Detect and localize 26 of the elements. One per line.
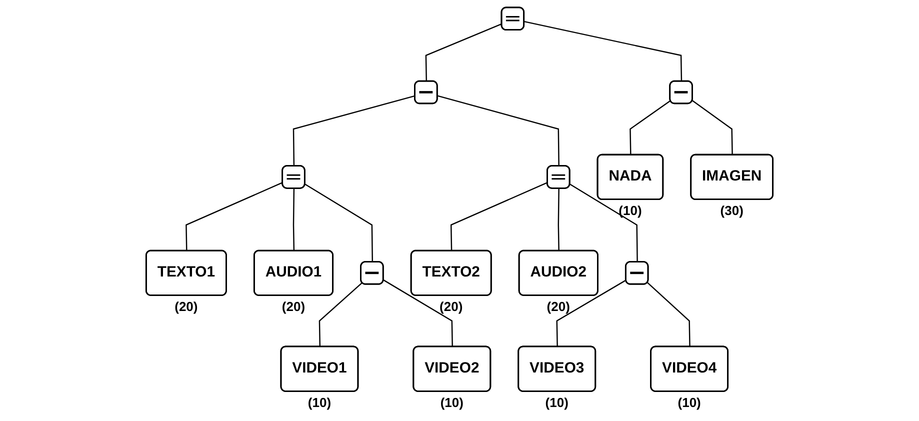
connector <box>437 95 560 166</box>
weight-label: (10) <box>440 395 464 410</box>
connector <box>292 188 295 252</box>
weight-label: (20) <box>440 299 463 314</box>
connector <box>570 184 638 262</box>
connector <box>556 280 626 347</box>
connector <box>425 23 502 82</box>
connector <box>318 282 363 347</box>
weight-label: (10) <box>308 395 332 410</box>
connector <box>558 188 560 252</box>
weight-label: (10) <box>618 203 642 218</box>
connector <box>186 182 284 252</box>
connector <box>647 282 690 347</box>
weight-label: (20) <box>546 299 570 314</box>
weight-label: (20) <box>174 299 198 314</box>
weight-label: (10) <box>545 395 568 410</box>
connector <box>450 182 548 252</box>
connector <box>630 100 671 156</box>
weight-label: (30) <box>720 203 744 218</box>
weight-label: (20) <box>282 299 306 314</box>
connector <box>524 20 682 82</box>
weight-label: (10) <box>678 395 701 410</box>
connector <box>292 95 416 166</box>
connector <box>304 184 374 262</box>
connector <box>692 100 733 156</box>
connector <box>383 280 453 347</box>
